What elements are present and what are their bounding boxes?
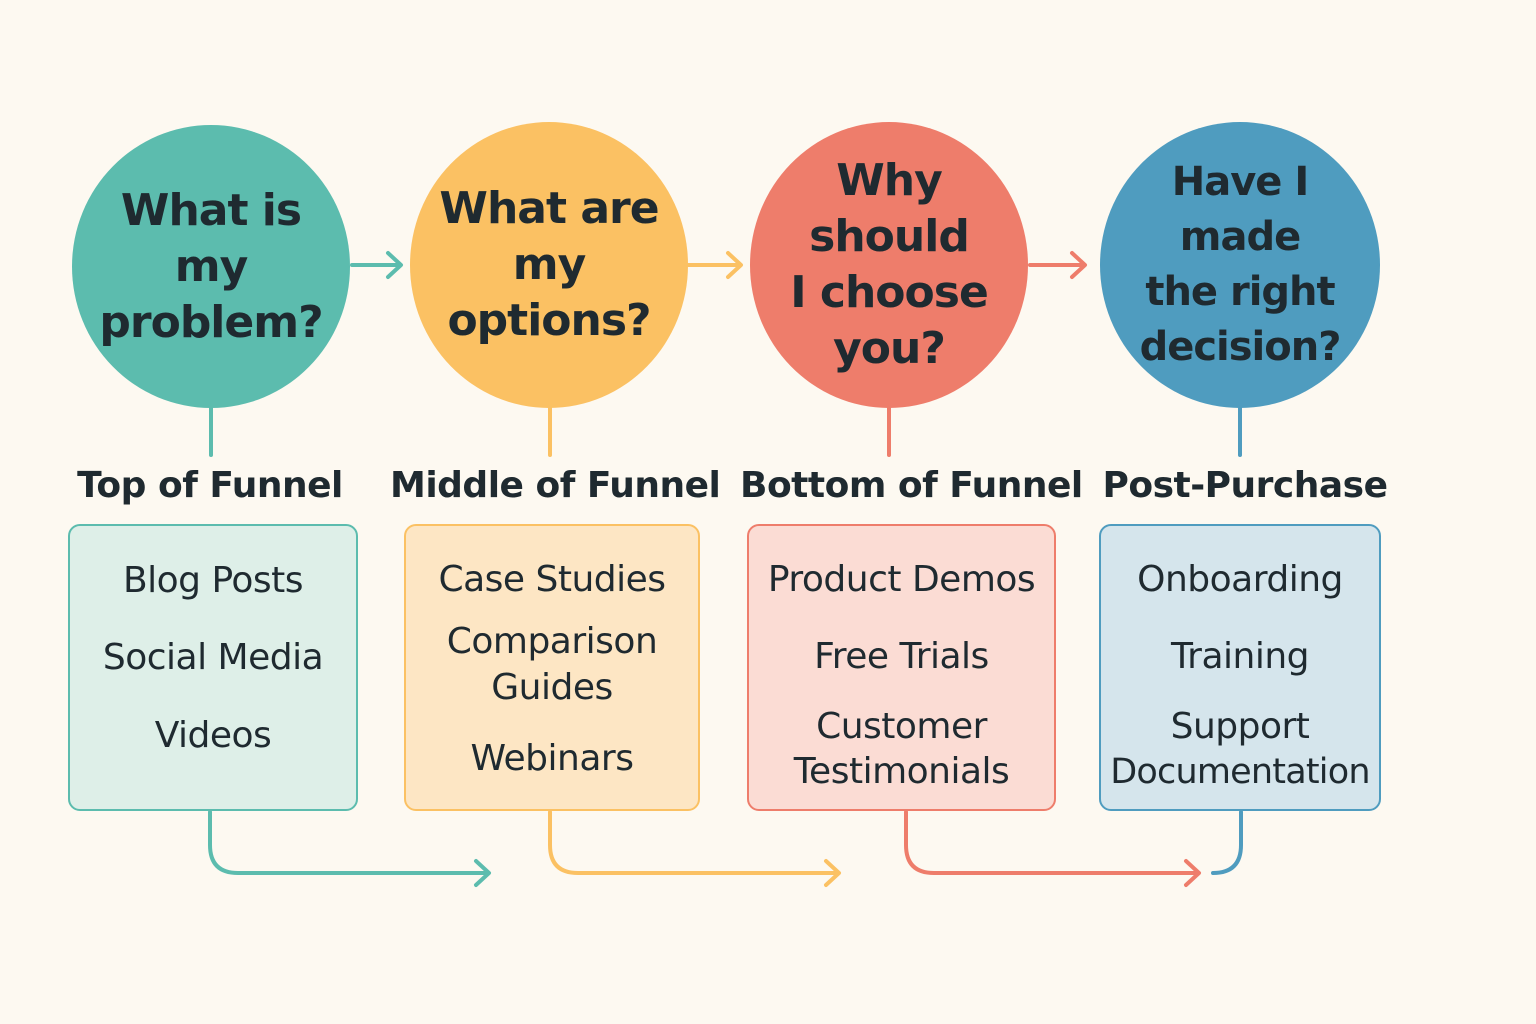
question-line: my options? [447,239,651,346]
stage-1-circle: What is my problem? [72,125,350,408]
content-item: Support [1170,706,1310,747]
stage-2-circle: What are my options? [410,122,688,408]
question-line: the right [1145,269,1335,315]
content-item: Case Studies [438,559,666,600]
arrow-circle-3-to-4 [1028,251,1087,279]
stage-3-circle: Why should I choose you? [750,122,1028,408]
flow-arrow-3 [904,810,1201,887]
content-item: Testimonials [793,751,1010,792]
stage-2-question: What are my options? [410,181,688,349]
stage-1-question: What is my problem? [72,183,350,351]
content-item: Training [1170,636,1310,677]
stage-3-content-box: Product Demos Free Trials Customer Testi… [747,524,1056,811]
arrow-circle-2-to-3 [684,251,743,279]
content-item: Blog Posts [122,560,304,601]
flow-arrow-1 [208,810,491,887]
content-item: Comparison [446,621,658,662]
question-line: decision? [1139,324,1342,370]
question-line: What are [439,183,659,234]
question-line: I choose [790,267,989,318]
content-item: Webinars [470,738,634,779]
arrow-circle-1-to-2 [350,251,403,279]
content-item: Customer [816,706,987,747]
content-item: Guides [491,667,613,708]
question-line: Why should [809,155,970,262]
stage-1-content-box: Blog Posts Social Media Videos [68,524,358,811]
stage-4-circle: Have I made the right decision? [1100,122,1380,408]
question-line: you? [833,323,946,374]
stage-4-content-box: Onboarding Training Support Documentatio… [1099,524,1381,811]
content-item: Product Demos [767,559,1036,600]
content-item: Videos [154,715,272,756]
stage-1-label: Top of Funnel [77,465,343,506]
flow-arrow-2 [548,810,841,887]
content-item: Documentation [1110,752,1370,792]
stage-4-question: Have I made the right decision? [1100,155,1380,375]
stage-3-label: Bottom of Funnel [740,465,1083,506]
stage-2-content-box: Case Studies Comparison Guides Webinars [404,524,700,811]
question-line: my problem? [99,240,323,348]
flow-arrow-4 [1211,810,1243,875]
question-line: What is [120,184,302,236]
content-item: Social Media [102,637,324,678]
content-item: Free Trials [814,636,989,677]
stage-3-question: Why should I choose you? [750,153,1028,377]
stage-4-label: Post-Purchase [1102,465,1388,506]
question-line: Have I made [1171,159,1309,260]
content-item: Onboarding [1137,559,1343,600]
stage-2-label: Middle of Funnel [390,465,721,506]
